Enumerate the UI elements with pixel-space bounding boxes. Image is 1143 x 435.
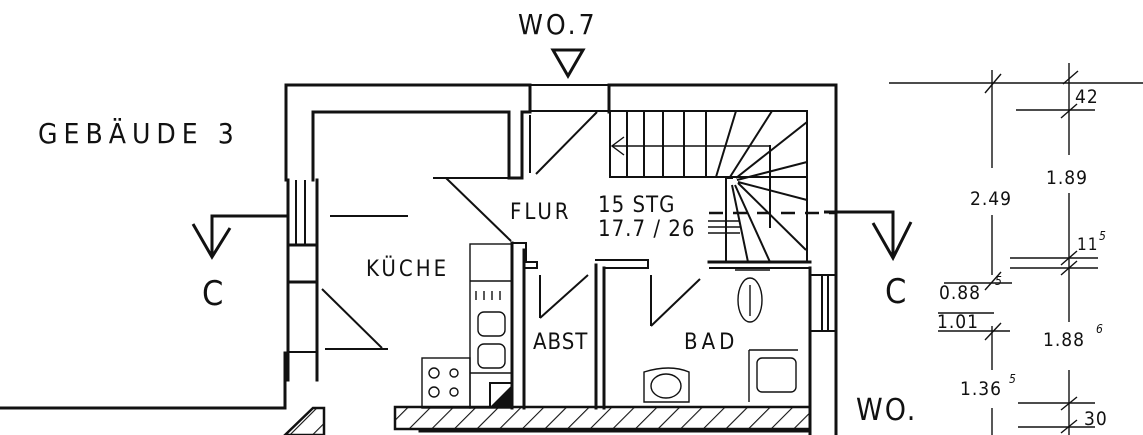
svg-text:0.88: 0.88	[939, 282, 981, 304]
svg-text:5: 5	[995, 274, 1002, 288]
bathroom-fixtures	[643, 269, 798, 403]
svg-text:42: 42	[1075, 86, 1099, 108]
room-label-bad: BAD	[684, 330, 738, 355]
window-right	[808, 266, 836, 435]
svg-text:2.49: 2.49	[970, 188, 1012, 210]
svg-text:1.01: 1.01	[937, 311, 979, 333]
svg-text:5: 5	[1099, 229, 1106, 243]
section-marker-right: C	[824, 210, 913, 312]
unit-bottom-label: WO.	[856, 393, 917, 428]
section-marker-left: C	[191, 214, 288, 314]
dimension-chain-outer: 2.49 0.88 5 1.01 1.36 5	[889, 70, 1143, 435]
svg-text:1.88: 1.88	[1043, 329, 1085, 351]
svg-text:11: 11	[1077, 235, 1098, 255]
staircase	[609, 110, 836, 263]
room-label-flur: FLUR	[510, 200, 572, 225]
bottom-wall-hatched	[393, 405, 812, 431]
svg-text:C: C	[202, 274, 223, 314]
room-label-kueche: KÜCHE	[366, 256, 449, 282]
kitchen-fixtures	[421, 243, 513, 409]
svg-text:5: 5	[1009, 372, 1016, 386]
stair-ratio-label: 17.7 / 26	[598, 217, 695, 242]
unit-top-label: WO.7	[518, 8, 598, 41]
door-swings	[321, 215, 701, 350]
svg-text:30: 30	[1084, 408, 1108, 430]
room-label-abst: ABST	[533, 330, 588, 355]
dimension-chain-inner: 42 1.89 11 5 1.88 6 30	[1010, 63, 1108, 435]
svg-text:1.89: 1.89	[1046, 167, 1088, 189]
interior-walls	[433, 111, 812, 410]
stair-steps-label: 15 STG	[598, 193, 675, 218]
entrance-triangle-icon	[550, 48, 586, 80]
svg-text:6: 6	[1096, 322, 1103, 336]
svg-text:C: C	[885, 272, 906, 312]
svg-text:1.36: 1.36	[960, 378, 1002, 400]
building-label: GEBÄUDE 3	[38, 117, 240, 150]
